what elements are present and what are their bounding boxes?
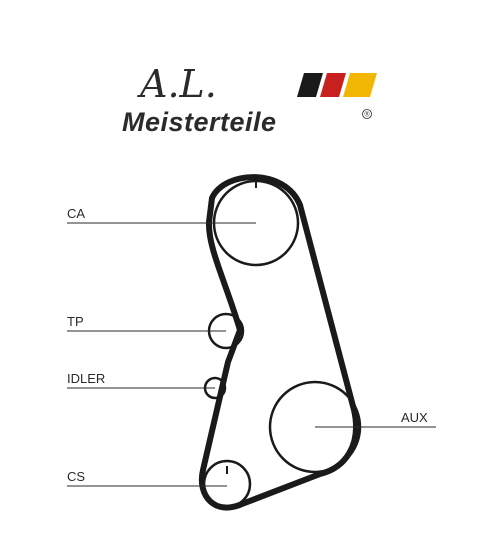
registered-mark-ring bbox=[362, 109, 372, 119]
flag-stripe-gold bbox=[343, 73, 377, 97]
label-tp: TP bbox=[67, 314, 84, 329]
registered-mark: ® bbox=[364, 111, 370, 119]
pulley-cs bbox=[202, 459, 252, 509]
timing-belt bbox=[198, 174, 359, 511]
flag-stripe-red bbox=[320, 73, 346, 97]
flag-stripe-black bbox=[297, 73, 323, 97]
flag-stripes-icon bbox=[297, 73, 377, 97]
brand-logo: A.L. Meisterteile ® bbox=[122, 62, 377, 137]
brand-monogram: A.L. bbox=[137, 62, 217, 106]
label-cs: CS bbox=[67, 469, 85, 484]
label-idler: IDLER bbox=[67, 371, 105, 386]
label-aux: AUX bbox=[401, 410, 428, 425]
brand-name: Meisterteile bbox=[122, 107, 277, 137]
label-ca: CA bbox=[67, 206, 85, 221]
pulley-ca bbox=[212, 178, 300, 267]
